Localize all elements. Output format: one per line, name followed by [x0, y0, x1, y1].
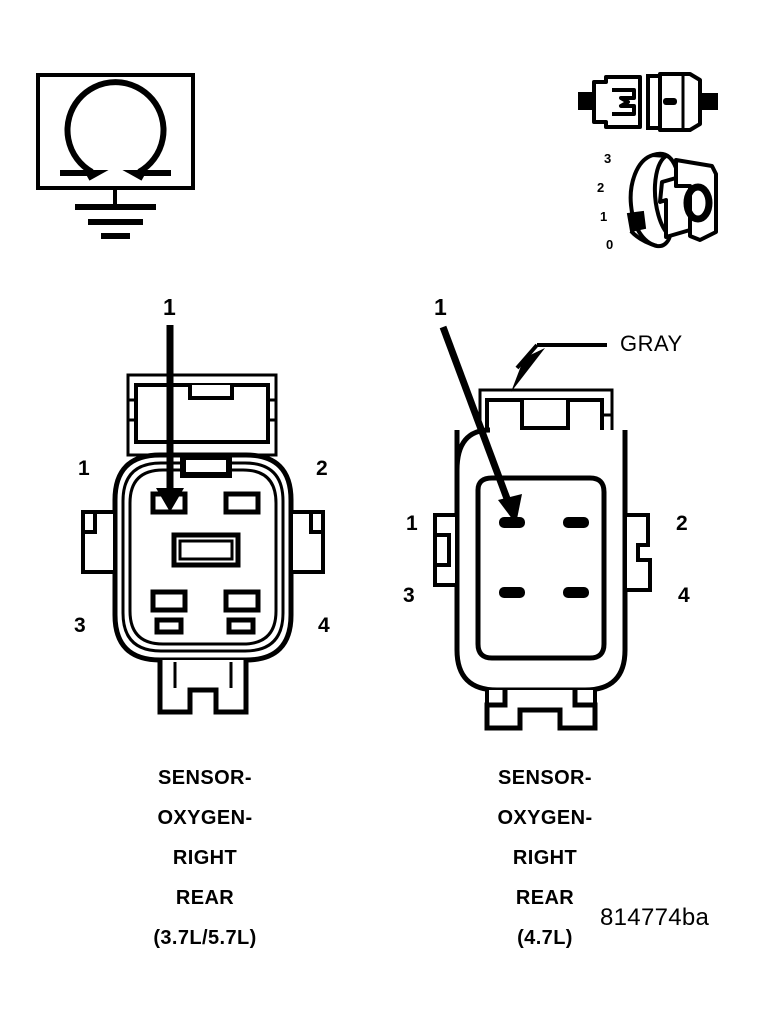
left-callout-label: 1: [163, 294, 176, 320]
left-caption: SENSOR- OXYGEN- RIGHT REAR (3.7L/5.7L): [75, 767, 335, 950]
left-pin-3-label: 3: [74, 614, 86, 637]
gray-color-label: GRAY: [620, 331, 683, 356]
right-pin-2-label: 2: [676, 512, 688, 535]
left-body-inner: [128, 468, 278, 646]
terminal-cavity-detail: [626, 151, 718, 249]
right-body-inner-face: [475, 475, 607, 661]
cavity-face-plate: [674, 158, 718, 242]
cavity-number-3: 3: [604, 151, 612, 166]
cavity-number-2: 2: [597, 180, 605, 195]
cavity-hole: [683, 183, 713, 223]
left-cavity-4: [223, 589, 261, 613]
left-callout-arrow: [156, 325, 184, 512]
right-cavity-1: [499, 517, 525, 528]
left-caption-line-3: RIGHT: [172, 847, 238, 869]
left-cavity-5: [154, 617, 184, 635]
left-body-mid: [121, 461, 285, 653]
right-caption: SENSOR- OXYGEN- RIGHT REAR (4.7L): [415, 767, 675, 950]
left-caption-line-2: OXYGEN-: [157, 807, 253, 829]
left-shroud-step-r: [268, 398, 278, 422]
left-cavity-2: [223, 491, 261, 515]
right-caption-line-3: RIGHT: [512, 847, 578, 869]
left-wing-left: [81, 510, 117, 574]
right-cavity-3: [499, 587, 525, 598]
figure-id-label: 814774ba: [600, 904, 710, 931]
right-pin-1-label: 1: [406, 512, 418, 535]
gray-leader: [511, 343, 607, 392]
right-pin-3-label: 3: [403, 584, 415, 607]
connector-male-body: [592, 75, 642, 129]
cavity-number-0: 0: [606, 237, 614, 252]
right-wing-left-notch: [435, 533, 451, 567]
cavity-bottom-edge: [629, 229, 658, 248]
connector-pair-detail: [578, 72, 718, 132]
right-caption-line-4: REAR: [515, 887, 575, 909]
left-caption-line-1: SENSOR-: [158, 767, 252, 789]
left-latch-notch: [188, 385, 234, 400]
left-wing-left-notch: [83, 512, 97, 534]
right-bottom-tab: [484, 690, 598, 731]
left-pin-1-label: 1: [78, 457, 90, 480]
wire-stub-left: [578, 92, 594, 110]
right-pin-4-label: 4: [678, 584, 690, 607]
right-cavity-2: [563, 517, 589, 528]
left-pin-2-label: 2: [316, 457, 328, 480]
right-callout-arrow: [439, 325, 522, 524]
right-caption-line-2: OXYGEN-: [497, 807, 593, 829]
left-caption-line-4: REAR: [175, 887, 235, 909]
right-wing-right: [623, 513, 652, 592]
gray-arrowhead: [511, 348, 545, 392]
omega-arc: [64, 79, 167, 175]
left-wing-right-notch: [309, 512, 323, 534]
connector-male-tongue: [612, 88, 636, 116]
left-bottom-tab: [157, 660, 249, 715]
left-wing-right: [289, 510, 325, 574]
wire-stub-right: [700, 93, 718, 110]
left-cavity-center-inner: [178, 539, 234, 561]
right-caption-engine: (4.7L): [517, 927, 573, 949]
right-cavity-4: [563, 587, 589, 598]
omega-foot-right: [122, 170, 171, 181]
left-shroud-step-l: [126, 398, 136, 422]
ohmmeter-ground-symbol: [36, 73, 195, 239]
connector-female-body: [658, 72, 702, 132]
left-pin-4-label: 4: [318, 614, 330, 637]
right-wing-left: [433, 513, 459, 587]
left-caption-engine: (3.7L/5.7L): [153, 927, 257, 949]
left-cavity-3: [150, 589, 188, 613]
connector-slot: [663, 98, 677, 105]
right-callout-label: 1: [434, 294, 447, 320]
cavity-number-1: 1: [600, 209, 608, 224]
left-connector-graphic: [81, 325, 325, 715]
omega-foot-left: [60, 170, 109, 181]
left-top-keyway: [180, 454, 232, 478]
right-caption-line-1: SENSOR-: [498, 767, 592, 789]
right-connector-graphic: [433, 325, 652, 731]
left-cavity-6: [226, 617, 256, 635]
right-latch-notch: [520, 400, 570, 430]
cavity-index-key: [626, 210, 647, 233]
